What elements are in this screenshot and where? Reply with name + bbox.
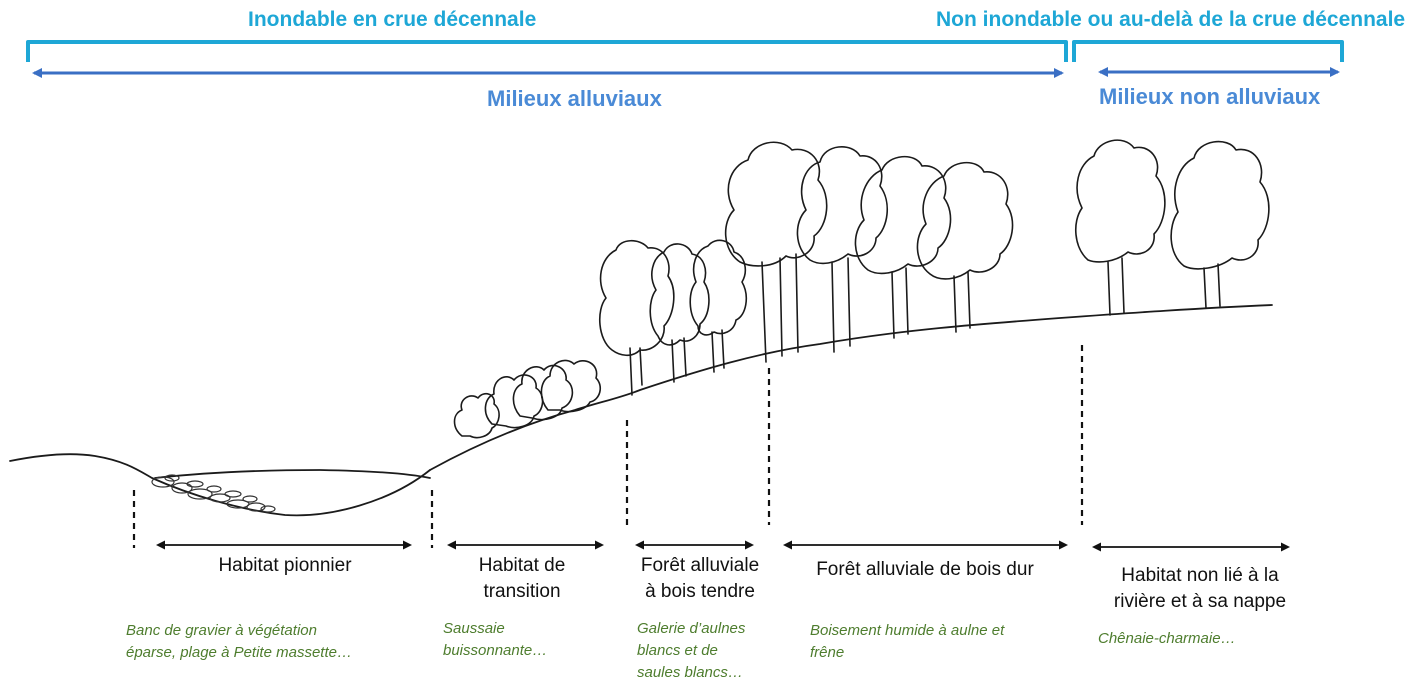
non-inondable-zone-bracket	[1072, 40, 1344, 62]
softwood-trees	[599, 239, 748, 396]
terrain-profile	[9, 304, 1273, 517]
habitat-transition-label: Habitat de transition	[478, 555, 566, 602]
habitat-pionnier-label: Habitat pionnier	[218, 555, 352, 576]
foret-bois-tendre-label: Forêt alluviale à bois tendre	[640, 555, 760, 602]
foret-bois-dur-label: Forêt alluviale de bois dur	[816, 559, 1034, 580]
habitat-pionnier-example: Banc de gravier à végétation éparse, pla…	[126, 622, 352, 661]
habitat-separators	[132, 345, 1084, 548]
habitat-extent-arrows	[156, 540, 1290, 552]
foret-bois-tendre-example: Galerie d’aulnes blancs et de saules bla…	[637, 620, 746, 681]
gravel-bar	[151, 474, 276, 513]
inondable-zone-bracket	[26, 40, 1068, 62]
milieux-non-alluviaux-label: Milieux non alluviaux	[1099, 84, 1321, 109]
non-inondable-zone-label: Non inondable ou au-delà de la crue déce…	[936, 8, 1406, 31]
inondable-zone-label: Inondable en crue décennale	[248, 8, 537, 31]
foret-bois-dur-example: Boisement humide à aulne et frêne	[810, 622, 1005, 661]
hardwood-trees	[724, 141, 1014, 363]
habitat-non-lie-label: Habitat non lié à la rivière et à sa nap…	[1113, 565, 1287, 612]
habitat-non-lie-example: Chênaie-charmaie…	[1098, 630, 1236, 647]
willow-shrubs	[453, 359, 602, 439]
milieux-alluviaux-label: Milieux alluviaux	[487, 86, 662, 111]
oak-hornbeam-trees	[1075, 139, 1270, 316]
habitat-transition-example: Saussaie buissonnante…	[443, 620, 548, 659]
